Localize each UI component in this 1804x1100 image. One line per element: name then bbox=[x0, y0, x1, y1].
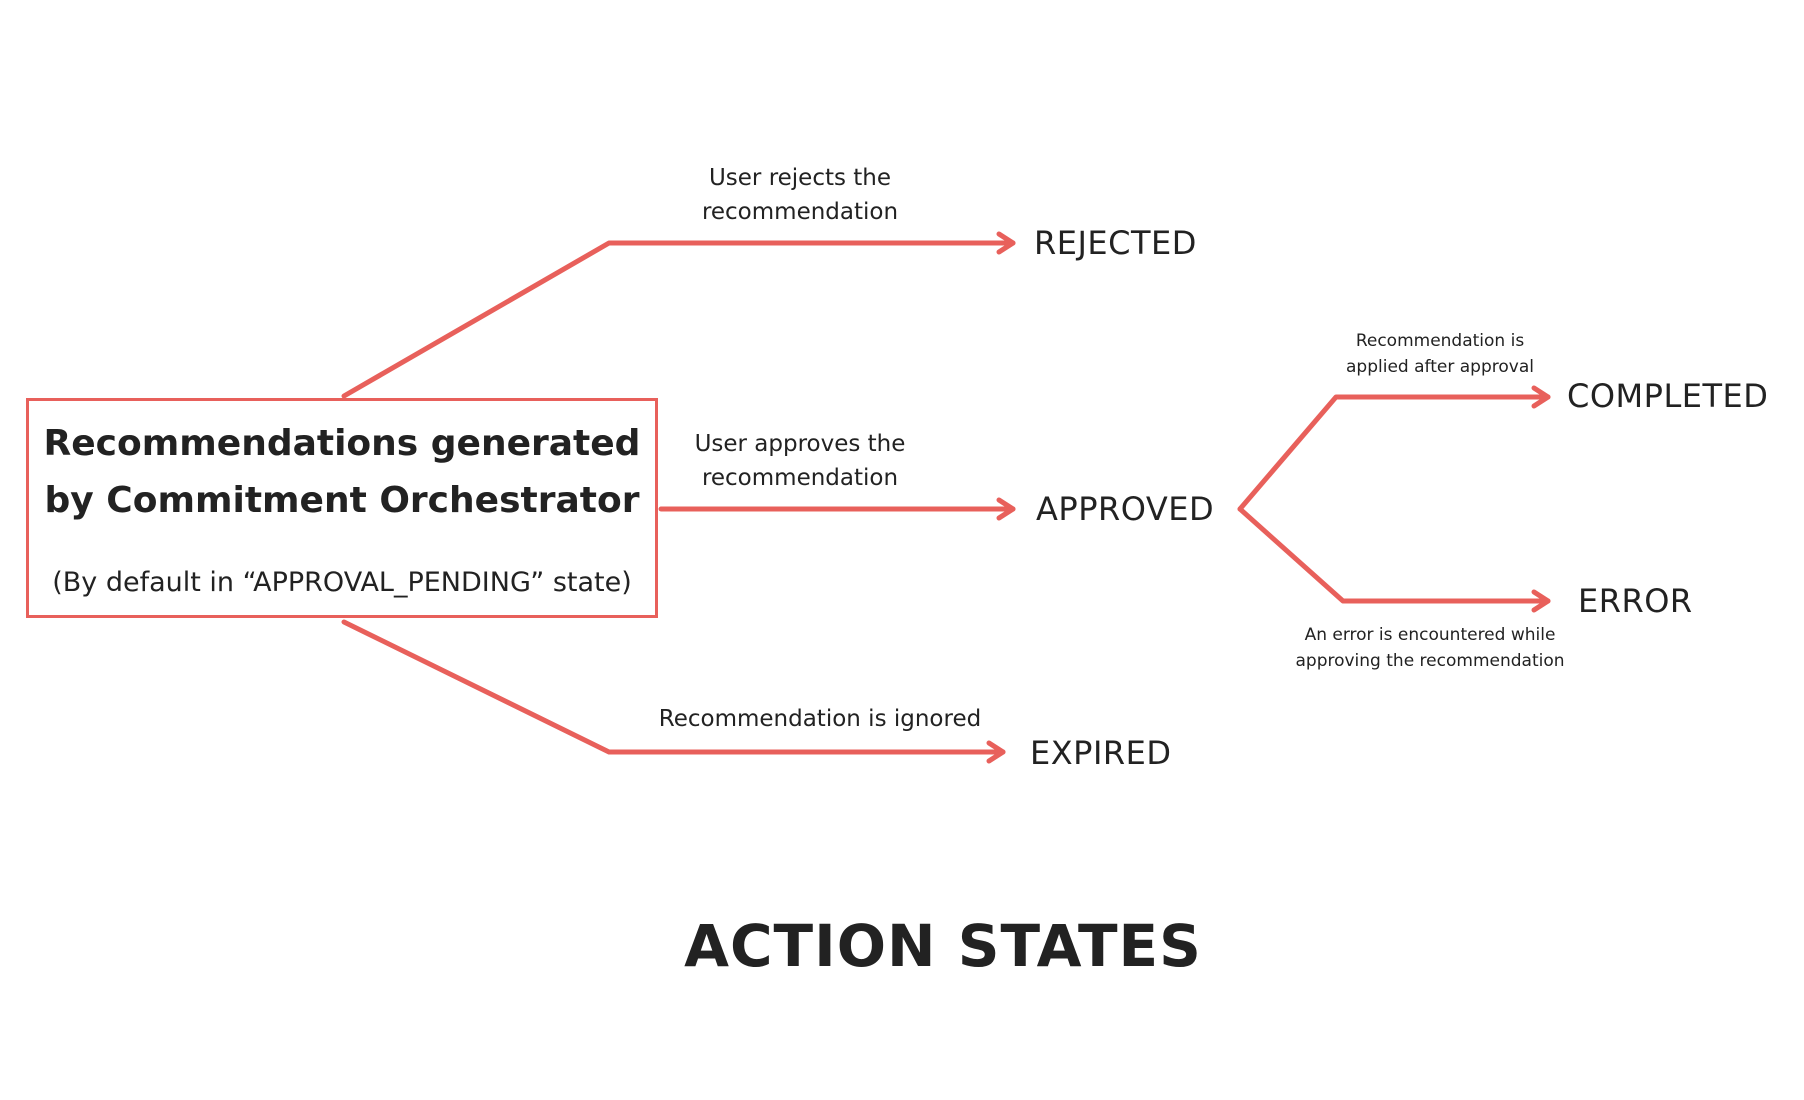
source-box: Recommendations generated by Commitment … bbox=[26, 398, 658, 618]
transition-label-approve: User approves the recommendation bbox=[650, 427, 950, 495]
transition-label-approve-line1: User approves the bbox=[694, 431, 906, 457]
state-completed: COMPLETED bbox=[1567, 377, 1769, 415]
arrowhead-rejected bbox=[996, 231, 1016, 255]
transition-label-complete-line1: Recommendation is bbox=[1355, 331, 1525, 351]
transition-label-ignore-line1: Recommendation is ignored bbox=[658, 706, 982, 732]
source-title-line2: by Commitment Orchestrator bbox=[44, 480, 640, 521]
transition-label-complete: Recommendation is applied after approval bbox=[1310, 328, 1570, 380]
transition-label-ignore: Recommendation is ignored bbox=[620, 702, 1020, 736]
transition-label-fail: An error is encountered while approving … bbox=[1270, 622, 1590, 674]
source-subtitle: (By default in “APPROVAL_PENDING” state) bbox=[52, 567, 632, 598]
arrowhead-completed bbox=[1531, 385, 1551, 409]
transition-label-fail-line1: An error is encountered while bbox=[1304, 625, 1556, 645]
arrow-to-rejected bbox=[341, 240, 1016, 399]
arrowhead-approved bbox=[996, 497, 1016, 521]
state-expired: EXPIRED bbox=[1030, 734, 1172, 772]
transition-label-reject-line2: recommendation bbox=[701, 199, 899, 225]
arrow-to-error bbox=[1237, 506, 1551, 604]
arrow-to-completed bbox=[1237, 394, 1551, 512]
page-title: ACTION STATES bbox=[684, 912, 1202, 980]
transition-label-approve-line2: recommendation bbox=[701, 465, 899, 491]
transition-label-reject-line1: User rejects the bbox=[708, 165, 892, 191]
arrow-to-expired bbox=[341, 619, 1006, 755]
arrowhead-error bbox=[1531, 589, 1551, 613]
source-title: Recommendations generated by Commitment … bbox=[29, 415, 655, 529]
state-error: ERROR bbox=[1578, 582, 1693, 620]
state-rejected: REJECTED bbox=[1034, 224, 1197, 262]
transition-label-fail-line2: approving the recommendation bbox=[1295, 651, 1565, 671]
state-approved: APPROVED bbox=[1036, 490, 1215, 528]
transition-label-complete-line2: applied after approval bbox=[1346, 357, 1534, 377]
source-title-line1: Recommendations generated bbox=[43, 423, 641, 464]
transition-label-reject: User rejects the recommendation bbox=[650, 161, 950, 229]
arrowhead-expired bbox=[986, 740, 1006, 764]
